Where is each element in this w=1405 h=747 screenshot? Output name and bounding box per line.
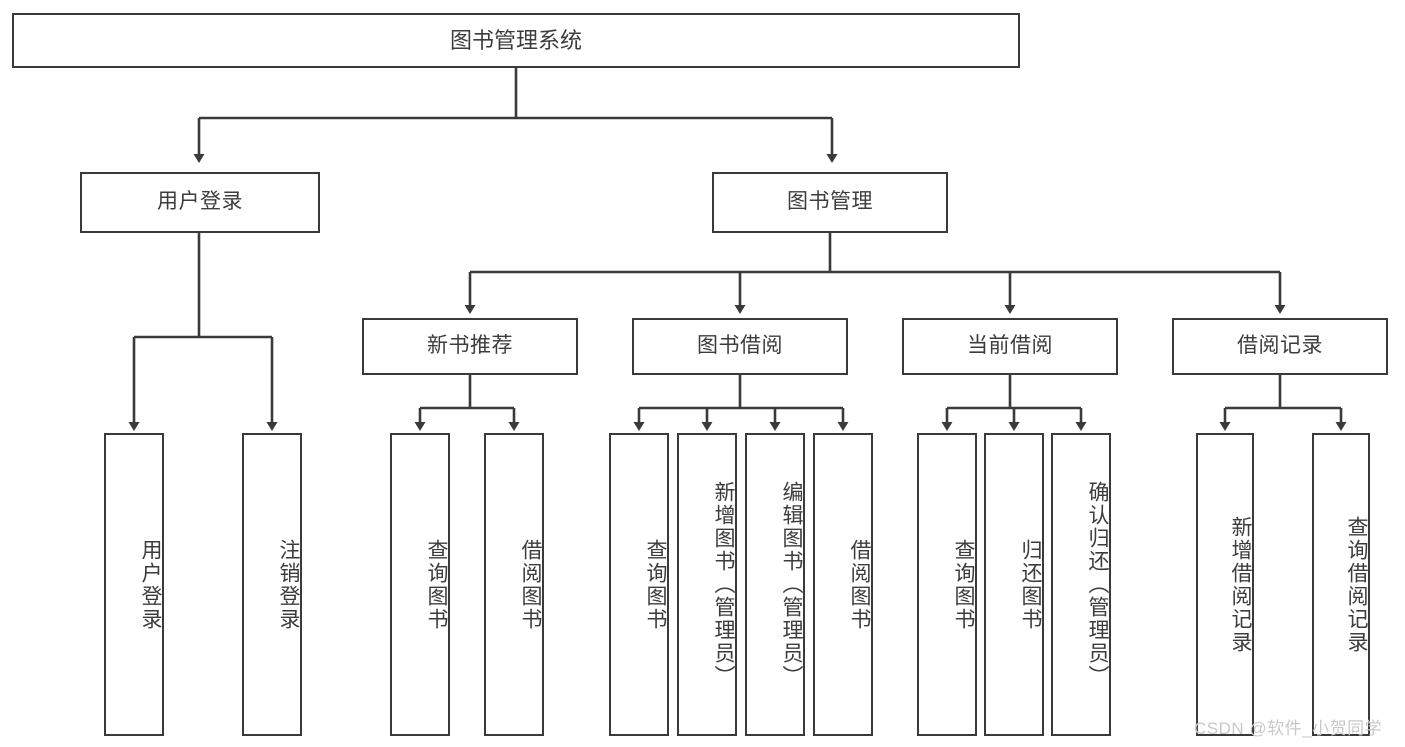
node-leaf-borrow-book-2[interactable]: 借阅图书 [813, 433, 873, 736]
node-leaf-query-record[interactable]: 查询借阅记录 [1312, 433, 1370, 736]
node-leaf-borrow-book-1[interactable]: 借阅图书 [484, 433, 544, 736]
node-leaf-logout-login[interactable]: 注销登录 [242, 433, 302, 736]
node-borrow-record[interactable]: 借阅记录 [1172, 318, 1388, 375]
node-label: 确认归还（管理员） [1086, 481, 1109, 688]
node-label: 用户登录 [157, 190, 243, 214]
node-label: 当前借阅 [967, 334, 1053, 358]
node-leaf-edit-book[interactable]: 编辑图书（管理员） [745, 433, 805, 736]
node-label: 图书管理 [787, 190, 873, 214]
node-book-borrow[interactable]: 图书借阅 [632, 318, 848, 375]
node-leaf-user-login[interactable]: 用户登录 [104, 433, 164, 736]
node-label: 新书推荐 [427, 334, 513, 358]
node-leaf-query-book-3[interactable]: 查询图书 [917, 433, 977, 736]
csdn-watermark: CSDN @软件_小贺同学 [1194, 719, 1383, 738]
node-label: 归还图书 [1019, 538, 1042, 631]
node-label: 新增借阅记录 [1229, 515, 1252, 654]
node-new-book-recommend[interactable]: 新书推荐 [362, 318, 578, 375]
node-leaf-confirm-return[interactable]: 确认归还（管理员） [1051, 433, 1111, 736]
node-leaf-add-record[interactable]: 新增借阅记录 [1196, 433, 1254, 736]
node-label: 新增图书（管理员） [712, 481, 735, 688]
node-label: 图书管理系统 [449, 27, 582, 53]
node-label: 查询图书 [425, 538, 448, 631]
node-label: 借阅图书 [519, 538, 542, 631]
node-label: 借阅图书 [848, 538, 871, 631]
node-current-borrow[interactable]: 当前借阅 [902, 318, 1118, 375]
node-label: 图书借阅 [697, 334, 783, 358]
node-leaf-query-book-1[interactable]: 查询图书 [390, 433, 450, 736]
node-root-system[interactable]: 图书管理系统 [12, 13, 1020, 68]
node-label: 借阅记录 [1237, 334, 1323, 358]
node-label: 注销登录 [277, 538, 300, 631]
node-leaf-add-book[interactable]: 新增图书（管理员） [677, 433, 737, 736]
node-label: 编辑图书（管理员） [780, 481, 803, 688]
node-label: 查询图书 [644, 538, 667, 631]
node-label: 用户登录 [139, 538, 162, 631]
node-label: 查询借阅记录 [1345, 515, 1368, 654]
node-book-management[interactable]: 图书管理 [712, 172, 948, 233]
node-user-login[interactable]: 用户登录 [80, 172, 320, 233]
node-leaf-query-book-2[interactable]: 查询图书 [609, 433, 669, 736]
node-label: 查询图书 [952, 538, 975, 631]
node-leaf-return-book[interactable]: 归还图书 [984, 433, 1044, 736]
